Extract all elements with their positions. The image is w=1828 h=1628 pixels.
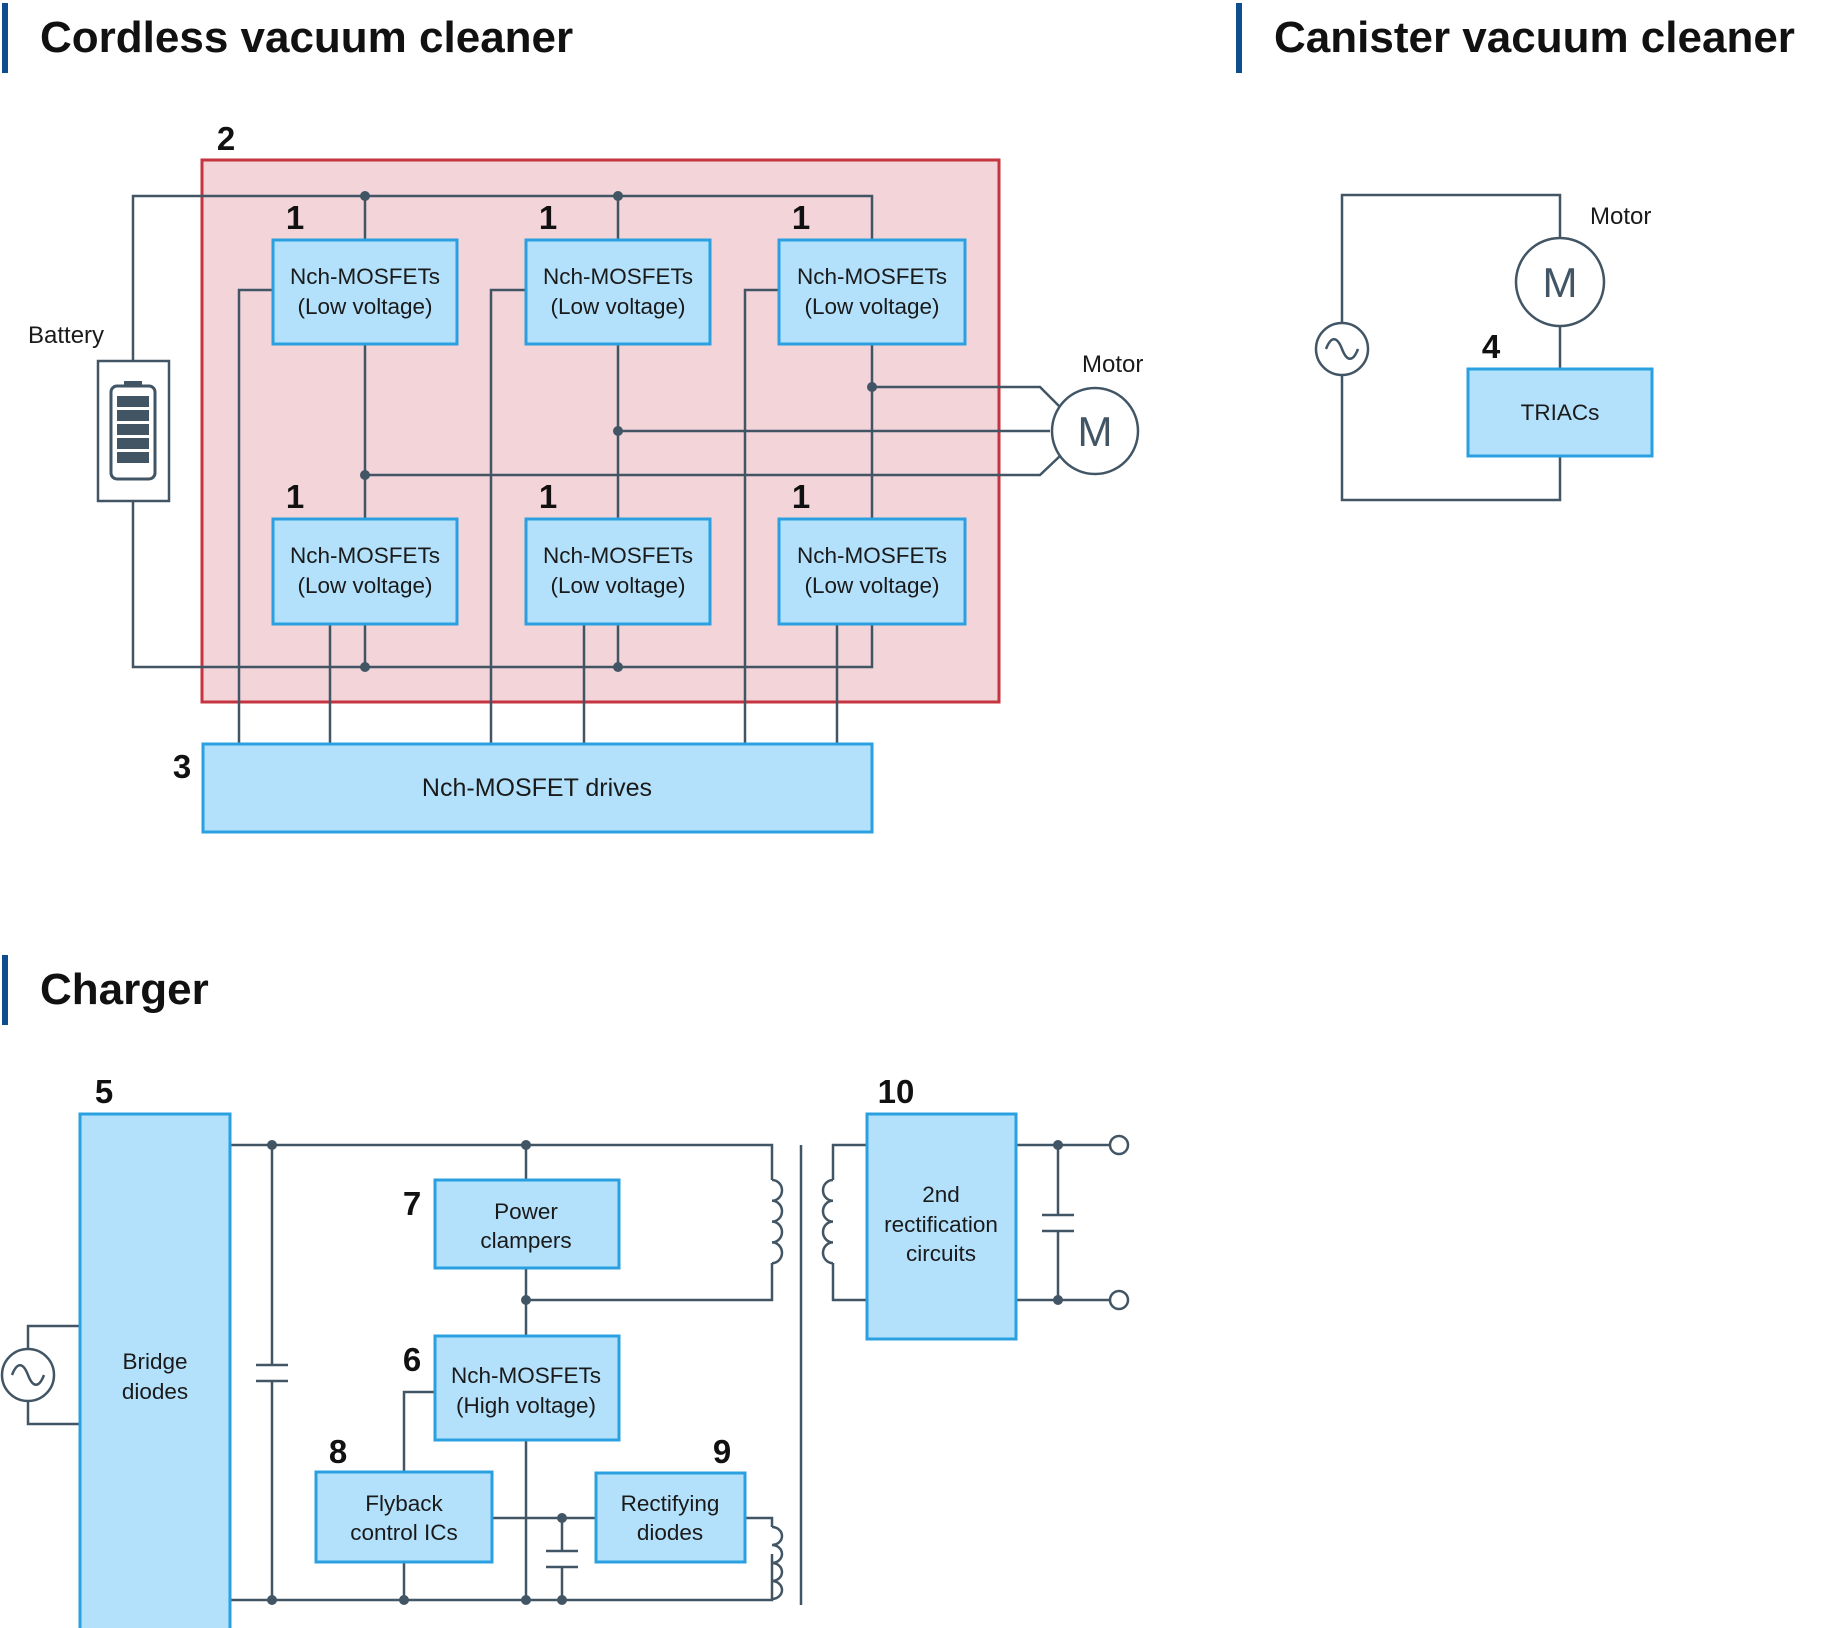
- section-bar-cordless: [2, 3, 8, 73]
- mosfet-label-line1: Nch-MOSFETs: [797, 264, 947, 289]
- section-bar-charger: [2, 955, 8, 1025]
- power-clampers-block: 7 Power clampers: [403, 1178, 621, 1270]
- mosfet-number: 1: [539, 199, 557, 236]
- bridge-number: 5: [95, 1073, 113, 1110]
- mosfet-label-line1: Nch-MOSFETs: [543, 543, 693, 568]
- flyback-label-line2: control ICs: [350, 1520, 458, 1545]
- cordless-motor-icon: M: [1050, 386, 1140, 476]
- mosfet-block-low-3: 1 Nch-MOSFETs (Low voltage): [777, 478, 967, 626]
- hv-mosfet-block: 6 Nch-MOSFETs (High voltage): [403, 1334, 621, 1442]
- second-rect-label-line2: rectification: [884, 1212, 998, 1237]
- mosfet-label-line2: (Low voltage): [297, 294, 432, 319]
- output-terminal-positive: [1108, 1134, 1130, 1156]
- drive-label: Nch-MOSFET drives: [422, 774, 652, 802]
- cordless-motor-symbol: M: [1078, 408, 1113, 455]
- cordless-circuit: 2 Battery: [28, 120, 1143, 834]
- canister-motor-symbol: M: [1543, 259, 1578, 306]
- mosfet-drive-block: 3 Nch-MOSFET drives: [173, 742, 874, 834]
- rectifying-label-line1: Rectifying: [621, 1491, 720, 1516]
- inverter-number: 2: [217, 120, 235, 157]
- flyback-ic-block: 8 Flyback control ICs: [314, 1433, 494, 1564]
- charger-wiring: [26, 1140, 1110, 1605]
- mosfet-number: 1: [539, 478, 557, 515]
- second-rect-number: 10: [878, 1073, 915, 1110]
- bridge-diodes-block: 5 Bridge diodes: [78, 1073, 232, 1628]
- mosfet-label-line1: Nch-MOSFETs: [290, 543, 440, 568]
- canister-motor-label: Motor: [1590, 203, 1651, 230]
- cordless-motor-label: Motor: [1082, 351, 1143, 378]
- section-title-cordless: Cordless vacuum cleaner: [40, 13, 573, 62]
- triac-block: 4 TRIACs: [1466, 328, 1654, 458]
- mosfet-label-line2: (Low voltage): [550, 573, 685, 598]
- flyback-label-line1: Flyback: [365, 1491, 443, 1516]
- clamper-label-line2: clampers: [480, 1228, 571, 1253]
- battery-icon: [96, 359, 171, 503]
- charger-circuit: 5 Bridge diodes 7 Power clampers 6 Nch-M…: [0, 1073, 1130, 1628]
- hv-mosfet-label-line2: (High voltage): [456, 1393, 596, 1418]
- charger-ac-source-icon: [0, 1347, 56, 1403]
- mosfet-label-line1: Nch-MOSFETs: [290, 264, 440, 289]
- section-title-charger: Charger: [40, 965, 209, 1014]
- mosfet-label-line1: Nch-MOSFETs: [797, 543, 947, 568]
- section-title-canister: Canister vacuum cleaner: [1274, 13, 1795, 62]
- mosfet-label-line2: (Low voltage): [804, 294, 939, 319]
- output-terminal-negative: [1108, 1289, 1130, 1311]
- mosfet-block-high-3: 1 Nch-MOSFETs (Low voltage): [777, 199, 967, 346]
- rectifying-label-line2: diodes: [637, 1520, 703, 1545]
- clamper-number: 7: [403, 1185, 421, 1222]
- section-bar-canister: [1236, 3, 1242, 73]
- mosfet-number: 1: [792, 199, 810, 236]
- canister-circuit: Motor M 4 TRIACs: [1314, 193, 1654, 502]
- mosfet-block-low-2: 1 Nch-MOSFETs (Low voltage): [524, 478, 712, 626]
- triac-label: TRIACs: [1521, 400, 1600, 425]
- canister-wiring: [1340, 193, 1562, 502]
- clamper-label-line1: Power: [494, 1199, 558, 1224]
- hv-mosfet-label-line1: Nch-MOSFETs: [451, 1363, 601, 1388]
- bridge-label-line1: Bridge: [122, 1349, 187, 1374]
- second-rect-label-line1: 2nd: [922, 1182, 960, 1207]
- hv-mosfet-number: 6: [403, 1341, 421, 1378]
- cordless-wiring: [131, 191, 1061, 744]
- triac-number: 4: [1482, 328, 1501, 365]
- rectifying-diodes-block: 9 Rectifying diodes: [594, 1433, 747, 1564]
- second-rect-label-line3: circuits: [906, 1241, 976, 1266]
- mosfet-number: 1: [286, 199, 304, 236]
- mosfet-number: 1: [286, 478, 304, 515]
- mosfet-block-high-2: 1 Nch-MOSFETs (Low voltage): [524, 199, 712, 346]
- mosfet-label-line1: Nch-MOSFETs: [543, 264, 693, 289]
- flyback-number: 8: [329, 1433, 347, 1470]
- canister-ac-source-icon: [1314, 321, 1370, 377]
- second-rectification-block: 10 2nd rectification circuits: [865, 1073, 1018, 1341]
- drive-number: 3: [173, 748, 191, 785]
- mosfet-label-line2: (Low voltage): [550, 294, 685, 319]
- battery-label: Battery: [28, 322, 104, 349]
- mosfet-label-line2: (Low voltage): [804, 573, 939, 598]
- mosfet-number: 1: [792, 478, 810, 515]
- mosfet-block-high-1: 1 Nch-MOSFETs (Low voltage): [271, 199, 459, 346]
- canister-motor-icon: M: [1514, 236, 1606, 328]
- mosfet-label-line2: (Low voltage): [297, 573, 432, 598]
- mosfet-block-low-1: 1 Nch-MOSFETs (Low voltage): [271, 478, 459, 626]
- bridge-label-line2: diodes: [122, 1379, 188, 1404]
- rectifying-number: 9: [713, 1433, 731, 1470]
